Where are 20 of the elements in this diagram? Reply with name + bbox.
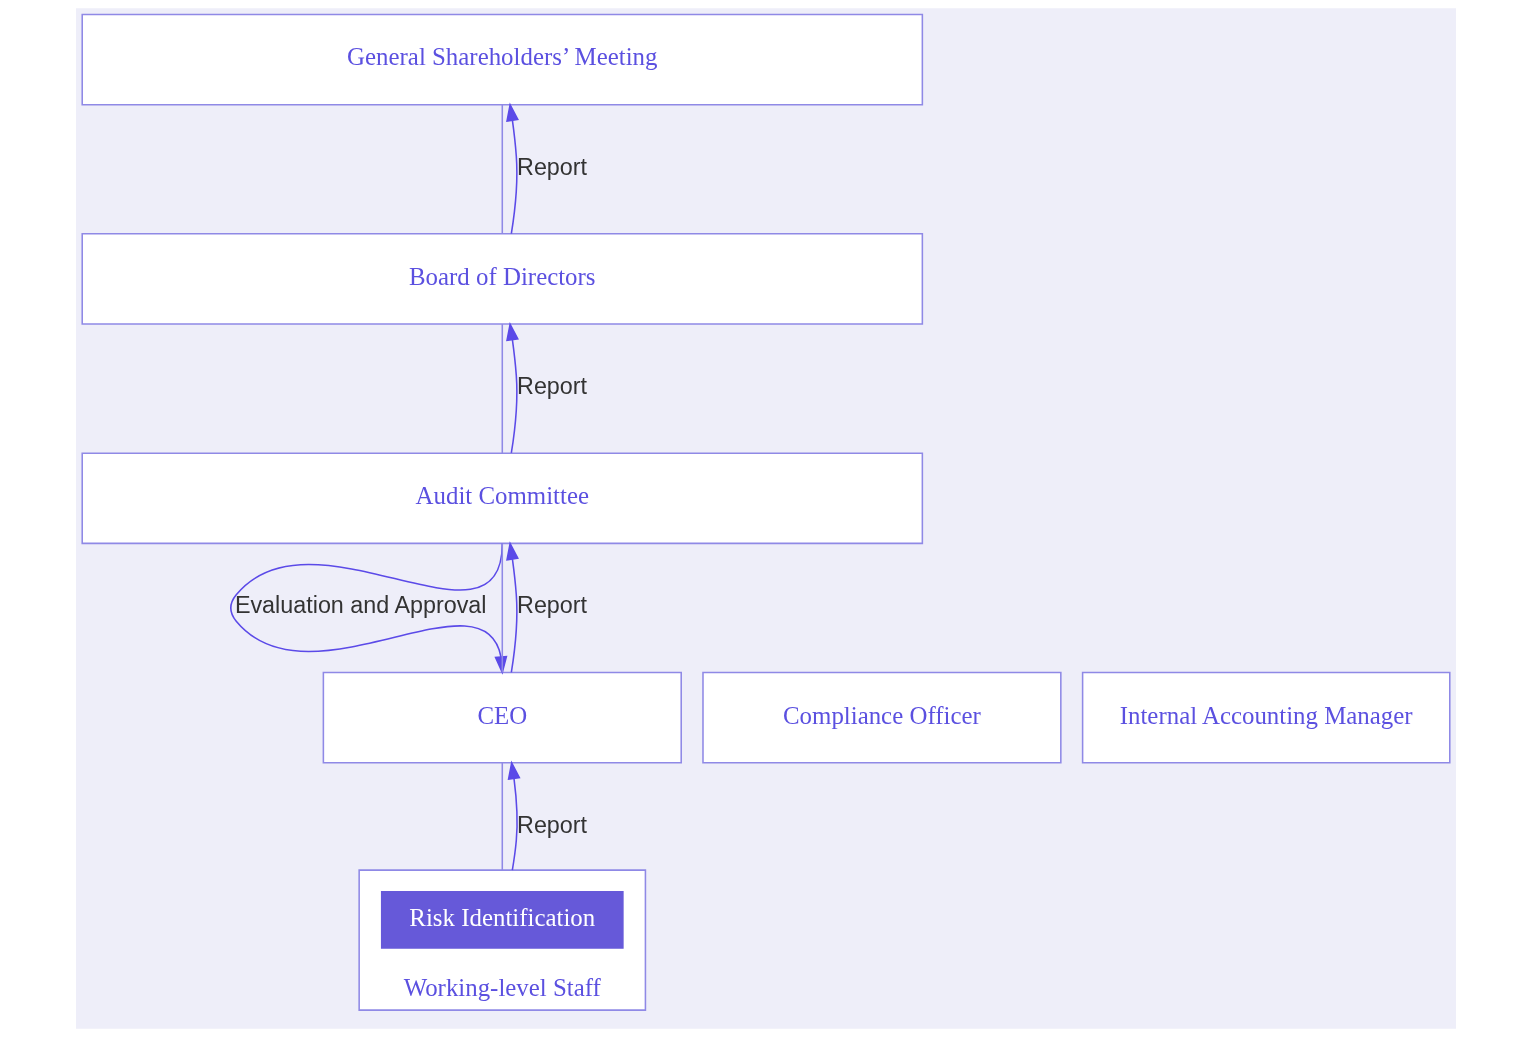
node-box: Audit Committee — [81, 452, 924, 545]
edge-label: Report — [517, 153, 588, 180]
arrow — [506, 541, 519, 674]
connector — [501, 323, 504, 454]
node-box: Board of Directors — [81, 233, 924, 325]
arrow — [506, 321, 519, 454]
arrow — [506, 102, 519, 235]
node-box: General Shareholders’ Meeting — [81, 13, 924, 106]
connector — [501, 762, 504, 871]
connector — [501, 103, 504, 235]
connector — [501, 542, 504, 674]
arrow — [507, 760, 521, 871]
edge-label: Evaluation and Approval — [234, 592, 487, 619]
edge-label: Report — [517, 811, 588, 838]
node-box: Compliance Officer — [702, 671, 1062, 764]
node-box: CEO — [322, 671, 682, 764]
edge-label: Report — [517, 592, 588, 619]
node-box: Risk Identification — [380, 891, 624, 949]
node-box: Internal Accounting Manager — [1081, 671, 1451, 764]
edge-label: Report — [517, 373, 588, 400]
